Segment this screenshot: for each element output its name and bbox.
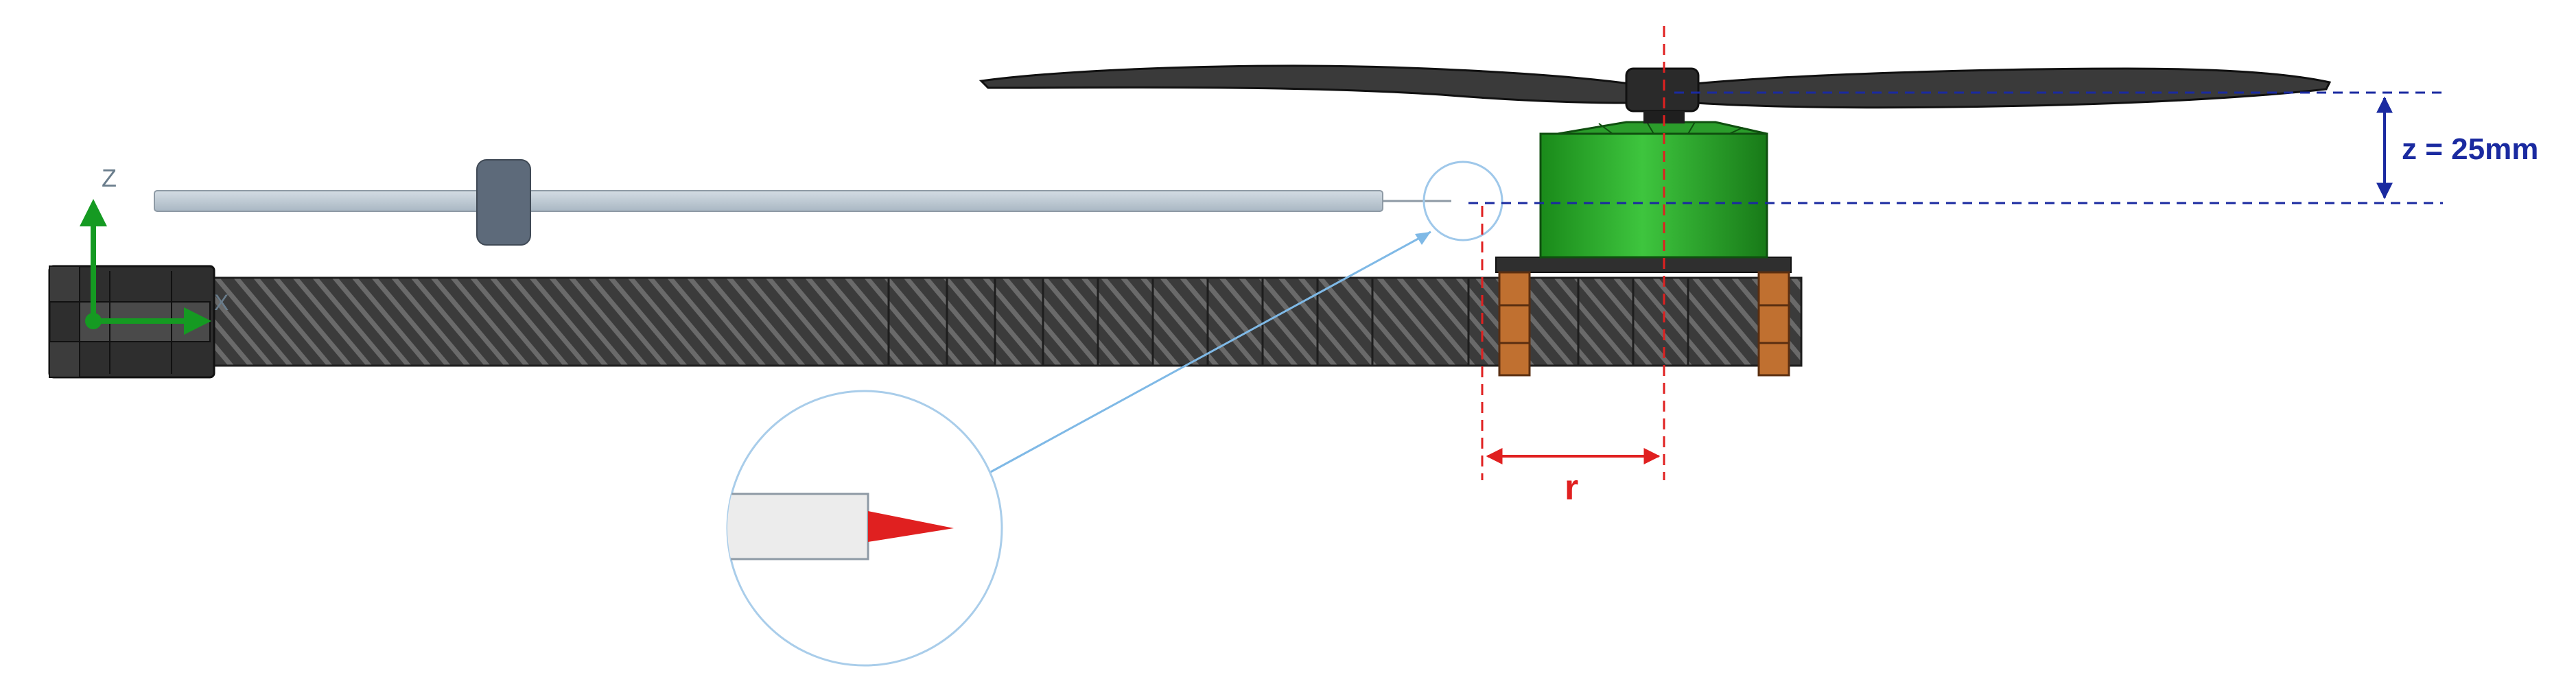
sensor-rod: [154, 190, 1451, 212]
magnified-rod-tip: [727, 493, 869, 560]
motor-mount-plate: [1495, 257, 1792, 273]
z-dimension-label: z = 25mm: [2402, 132, 2538, 166]
carbon-arm-tube: [204, 276, 1803, 367]
brushless-motor: [1539, 121, 1768, 259]
right-copper-standoff: [1757, 271, 1790, 377]
zoom-leader-line: [987, 230, 1431, 475]
rod-slider-block: [476, 159, 531, 246]
magnifier-callout-circle: [726, 390, 1003, 667]
axis-z-label: Z: [102, 164, 117, 192]
r-dimension-label: r: [1565, 468, 1578, 508]
leader-arrowhead: [1415, 232, 1431, 245]
propeller: [979, 64, 2332, 123]
coordinate-axes-icon: [80, 199, 211, 335]
left-copper-standoff: [1498, 271, 1531, 377]
axis-x-label: X: [214, 290, 229, 315]
zoom-target-circle: [1422, 161, 1503, 241]
magnified-needle-tip: [868, 511, 954, 542]
